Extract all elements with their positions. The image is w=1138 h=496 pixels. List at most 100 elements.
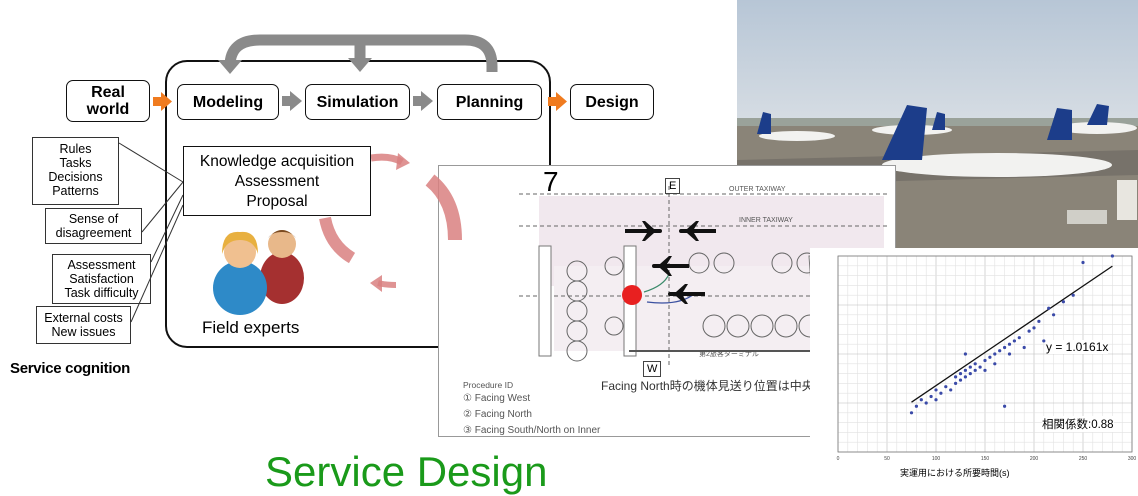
data-point [934, 388, 938, 392]
data-point [988, 355, 992, 359]
x-tick-label: 100 [932, 456, 941, 462]
data-point [978, 365, 982, 369]
data-point [929, 394, 933, 399]
data-point [973, 368, 977, 372]
data-point [958, 378, 963, 382]
x-tick-label: 250 [1079, 456, 1088, 462]
data-point [1071, 293, 1075, 297]
data-point [1032, 326, 1036, 330]
x-tick-label: 300 [1128, 456, 1137, 462]
rules-box: Rules Tasks Decisions Patterns [32, 137, 119, 205]
rules-line4: Patterns [52, 184, 99, 198]
knowledge-box: Knowledge acquisition Assessment Proposa… [183, 146, 371, 216]
map-procedure-1: ① Facing West [463, 393, 531, 404]
airplane-icons [625, 221, 716, 304]
x-tick-label: 0 [837, 456, 840, 462]
data-point [983, 368, 987, 372]
chart-equation: y = 1.0161x [1046, 340, 1109, 354]
feedback-arrows [218, 34, 498, 74]
knowledge-line1: Knowledge acquisition [199, 153, 355, 170]
external-box: External costs New issues [36, 306, 131, 344]
assessment-line1: Assessment [67, 258, 136, 272]
data-point [1081, 260, 1085, 265]
data-point [914, 404, 918, 408]
data-point [954, 381, 958, 385]
map-number: 7 [543, 166, 559, 197]
assessment-line2: Satisfaction [69, 272, 134, 286]
data-point [1003, 345, 1007, 350]
correlation-chart: 0 50 100 150 200 250 300 y = 1.0161x 相関係数:0.88… [810, 248, 1138, 480]
sense-box: Sense of disagreement [45, 208, 142, 244]
data-point [919, 398, 923, 402]
data-point [963, 352, 967, 356]
knowledge-line3: Proposal [246, 193, 308, 210]
data-point [954, 375, 958, 379]
sense-line2: disagreement [55, 226, 132, 240]
data-point [968, 372, 972, 376]
data-point [983, 358, 987, 363]
simulation-label: Simulation [316, 93, 399, 111]
data-point [1027, 329, 1031, 333]
external-line2: New issues [51, 325, 116, 339]
modeling-box: Modeling [177, 84, 279, 120]
design-label: Design [585, 93, 639, 111]
data-point [1012, 339, 1016, 343]
map-annotation: Facing North時の機体見送り位置は中央道路の内側 [601, 379, 874, 393]
data-point [1110, 254, 1114, 258]
data-point [1017, 336, 1021, 340]
field-experts-label: Field experts [202, 318, 300, 337]
data-point [963, 375, 967, 379]
data-point [993, 362, 997, 366]
sense-line1: Sense of [68, 212, 119, 226]
data-point [1047, 306, 1051, 310]
data-point [1007, 352, 1012, 356]
real-world-box: Real world [66, 80, 150, 122]
data-point [934, 398, 938, 402]
knowledge-line2: Assessment [234, 173, 320, 190]
map-inner-taxiway: INNER TAXIWAY [739, 217, 793, 224]
simulation-box: Simulation [305, 84, 410, 120]
data-point [1052, 313, 1056, 317]
data-point [1007, 342, 1012, 346]
x-tick-label: 200 [1030, 456, 1039, 462]
map-procedure-id: Procedure ID [463, 380, 514, 390]
design-box: Design [570, 84, 654, 120]
x-tick-label: 150 [981, 456, 990, 462]
rules-line2: Tasks [59, 156, 92, 170]
data-point [1037, 319, 1041, 323]
data-point [939, 391, 943, 395]
map-procedure-3: ③ Facing South/North on Inner [463, 425, 601, 436]
planning-box: Planning [437, 84, 542, 120]
data-point [909, 411, 914, 415]
assessment-line3: Task difficulty [64, 286, 139, 300]
data-point [1042, 339, 1046, 343]
map-procedure-2: ② Facing North [463, 409, 532, 420]
external-line1: External costs [44, 311, 123, 325]
regression-line [911, 265, 1113, 403]
plot-area [837, 255, 1133, 453]
data-point [944, 385, 948, 389]
map-terminal-label: 第2旅客ターミナル [699, 351, 759, 358]
service-cognition-label: Service cognition [10, 360, 130, 377]
data-point [958, 372, 963, 376]
x-tick-label: 50 [884, 456, 890, 462]
data-point [1022, 345, 1026, 350]
chart-correlation: 相関係数:0.88 [1042, 416, 1114, 432]
data-point [1061, 300, 1065, 304]
data-point [973, 362, 977, 366]
rules-line1: Rules [59, 142, 92, 156]
chart-xlabel: 実運用における所要時間(s) [900, 468, 1010, 478]
map-outer-taxiway: OUTER TAXIWAY [729, 186, 786, 193]
data-point [1003, 404, 1007, 408]
planning-label: Planning [455, 93, 524, 111]
data-point [963, 368, 967, 372]
real-world-label: Real world [86, 84, 130, 118]
modeling-label: Modeling [192, 93, 264, 111]
map-e-label: E [665, 178, 681, 194]
data-point [968, 365, 972, 369]
map-w-label: W [643, 361, 662, 377]
map-highlight-dot [622, 285, 642, 305]
data-point [949, 388, 953, 392]
data-point [998, 349, 1002, 353]
data-point [993, 352, 997, 356]
